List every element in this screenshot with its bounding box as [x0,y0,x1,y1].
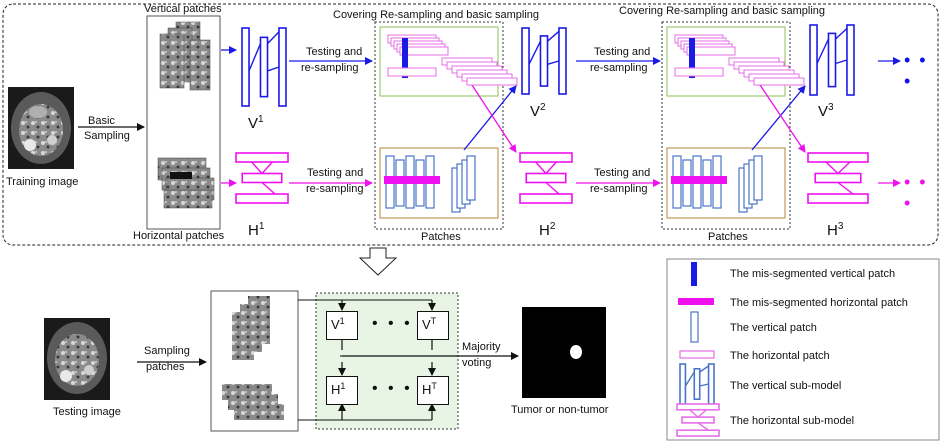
legend-label-vertical-patch: The vertical patch [730,322,817,334]
sampling-patches-label-2: patches [146,361,185,373]
model-h2-label: H2 [539,221,556,239]
v1-model-icon [241,27,287,107]
legend-icon-vertical-patch [690,311,699,343]
legend-label-mis-vertical: The mis-segmented vertical patch [730,268,896,280]
result-mask-picture [522,307,606,398]
h2-model-icon [519,152,573,204]
covering-box-2 [661,21,791,230]
cover2-bottom-patches [671,155,763,213]
training-image-label: Training image [6,176,79,188]
testing-resampling-v1-line2: re-sampling [301,62,359,74]
horizontal-patches-picture [157,157,215,209]
test-horizontal-patches-picture [222,384,284,420]
model-v1-label: V1 [248,114,264,132]
vertical-patches-label: Vertical patches [144,3,222,15]
testing-resampling-v2-line1: Testing and [594,46,651,58]
ensemble-vt-box: VT [417,311,449,340]
test-vertical-patches-picture [232,296,270,360]
training-frame [2,3,939,246]
patches-label-2: Patches [708,231,748,243]
majority-voting-label-1: Majority [462,341,501,353]
testing-resampling-h2-line1: Testing and [594,167,651,179]
vertical-patches-picture [159,21,211,91]
legend-icon-horizontal-submodel [676,403,720,437]
h3-model-icon [807,152,869,204]
basic-sampling-label-1: Basic [88,115,115,127]
arrow-cover2-v3 [751,85,806,151]
ensemble-dots-top: • • • [372,315,413,332]
legend-icon-mis-vertical [691,262,697,286]
legend-label-mis-horizontal: The mis-segmented horizontal patch [730,297,908,309]
covering-box-1 [374,21,504,230]
result-label: Tumor or non-tumor [511,404,609,416]
arrow-cover2-h3 [753,75,806,153]
testing-resampling-h1-line1: Testing and [307,167,364,179]
cover1-top-patches [387,34,518,86]
legend-label-horizontal-patch: The horizontal patch [730,350,830,362]
covering-label-2: Covering Re-sampling and basic sampling [619,5,826,17]
majority-voting-label-2: voting [462,357,492,369]
testing-resampling-h1-line2: re-sampling [306,183,364,195]
ensemble-h1-box: H1 [326,376,358,405]
ensemble-ht-box: HT [417,376,449,405]
arrow-cover1-h2 [465,75,517,153]
continue-dots-h: • • • [904,172,928,213]
horizontal-patches-label: Horizontal patches [133,230,225,242]
hollow-down-arrow [358,247,398,276]
model-v2-label: V2 [530,102,546,120]
legend-icon-mis-horizontal [678,298,714,305]
testing-image-picture [44,318,110,400]
continue-dots-v: • • • [904,50,928,91]
legend-label-vertical-submodel: The vertical sub-model [730,380,842,392]
arrow-cover1-v2 [463,85,517,151]
legend-icon-horizontal-patch [679,350,715,359]
model-h1-label: H1 [248,221,265,239]
model-v3-label: V3 [818,102,834,120]
ensemble-dots-bottom: • • • [372,380,413,397]
cover2-top-patches [674,34,805,86]
testing-resampling-v1-line1: Testing and [306,46,363,58]
basic-sampling-label-2: Sampling [84,130,130,142]
legend-label-horizontal-submodel: The horizontal sub-model [730,415,855,427]
covering-label-1: Covering Re-sampling and basic sampling [333,9,540,21]
patches-label-1: Patches [421,231,461,243]
testing-resampling-v2-line2: re-sampling [590,62,648,74]
testing-resampling-h2-line2: re-sampling [590,183,648,195]
legend-icon-vertical-submodel [679,363,715,405]
testing-image-label: Testing image [53,406,121,418]
cover1-bottom-patches [384,155,476,213]
model-h3-label: H3 [827,221,844,239]
ensemble-v1-box: V1 [326,311,358,340]
h1-model-icon [235,152,289,204]
training-image-picture [8,87,74,169]
sampling-patches-label-1: Sampling [144,345,190,357]
legend-icons [676,262,720,437]
v2-model-icon [521,27,567,95]
v3-model-icon [809,24,855,96]
